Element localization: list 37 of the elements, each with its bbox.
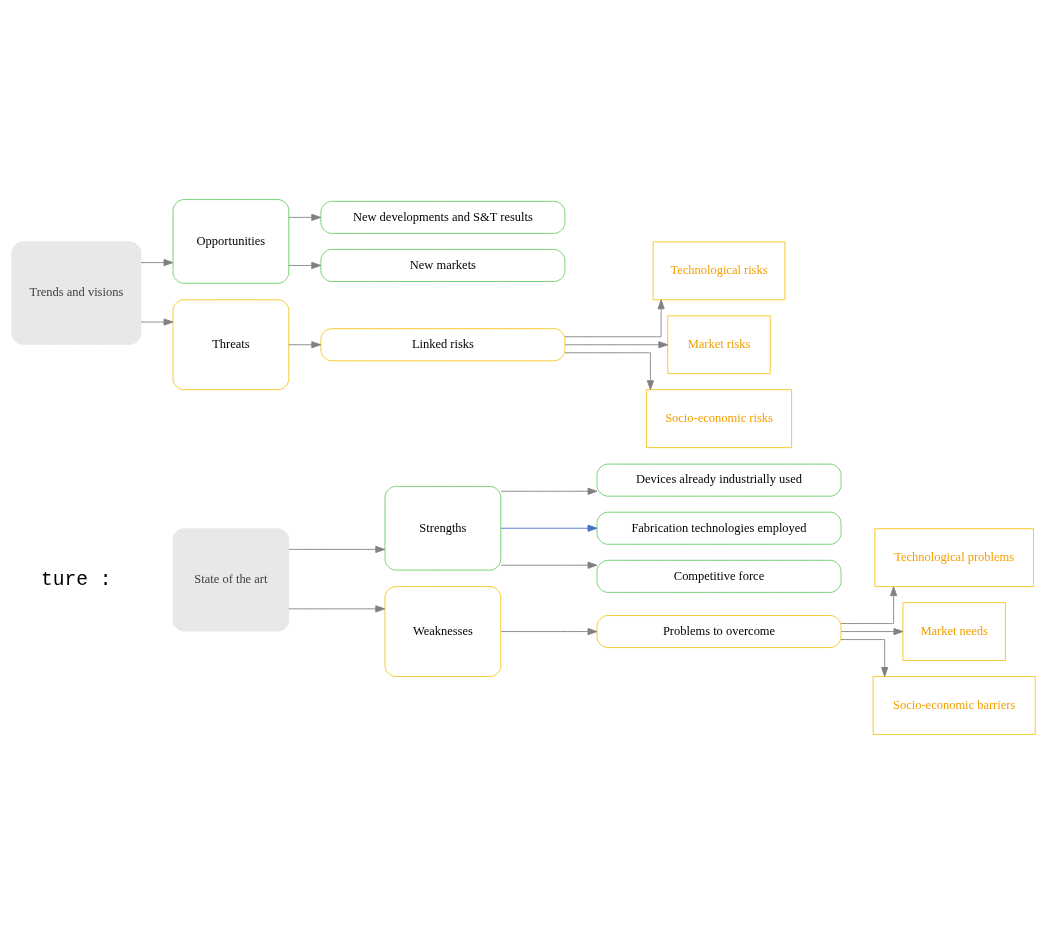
arrow	[500, 561, 598, 569]
node-box: State of the art	[172, 528, 290, 632]
node-box: Technological risks	[652, 241, 786, 301]
arrow	[500, 487, 598, 495]
node-box: Opportunities	[172, 199, 290, 284]
node-box: Devices already industrially used	[596, 463, 842, 497]
arrow	[288, 545, 386, 553]
node-box: Market needs	[902, 602, 1006, 661]
node-box: Socio-economic barriers	[872, 676, 1036, 735]
label: ture :	[41, 568, 112, 591]
arrow	[500, 524, 598, 532]
arrow	[564, 352, 654, 391]
node-box: Trends and visions	[11, 241, 142, 345]
arrow	[288, 605, 386, 613]
arrow	[840, 628, 904, 636]
arrow	[564, 341, 669, 349]
arrow	[140, 318, 174, 326]
node-box: Threats	[172, 299, 290, 391]
arrow	[840, 639, 889, 677]
node-box: Problems to overcome	[596, 615, 842, 649]
arrow	[840, 586, 898, 624]
node-box: Linked risks	[320, 328, 566, 362]
node-box: Socio-economic risks	[645, 389, 793, 449]
arrow	[500, 628, 598, 636]
arrow	[288, 213, 322, 221]
arrow	[288, 261, 322, 270]
node-box: Fabrication technologies employed	[596, 511, 842, 545]
node-box: Weaknesses	[384, 586, 502, 677]
node-box: Market risks	[667, 315, 771, 375]
node-box: New markets	[320, 249, 566, 282]
node-box: Competitive force	[596, 559, 842, 593]
node-box: New developments and S&T results	[320, 200, 566, 234]
node-box: Technological problems	[874, 528, 1034, 588]
arrow	[564, 299, 665, 338]
arrow	[140, 259, 174, 267]
arrow	[288, 341, 322, 349]
node-box: Strengths	[384, 485, 502, 571]
